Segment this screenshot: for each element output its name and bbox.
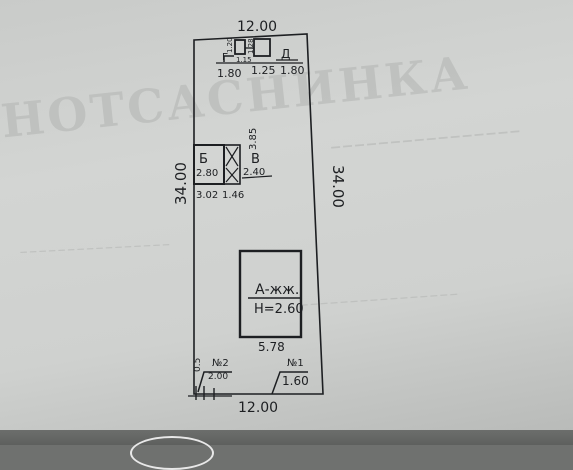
plot-boundary: [193, 33, 324, 395]
outbuilding-small-2: [253, 38, 271, 57]
top-width-2: 1.25: [251, 64, 276, 77]
main-house-outline: [238, 249, 303, 339]
paper-sheet: НОТСАСНИНКА ________________ ___________…: [0, 0, 573, 430]
outbuilding-g-label: Г: [222, 52, 228, 63]
gate-1-width: 1.60: [282, 374, 309, 388]
plot-left-length: 34.00: [172, 162, 190, 205]
gate-2-label: №2: [212, 358, 229, 369]
building-v-cross: [225, 146, 239, 167]
outbuilding-d-label: Д: [281, 47, 290, 61]
gate-1-label: №1: [287, 358, 304, 369]
plot-right-length: 34.00: [329, 165, 347, 208]
building-v-label: В: [251, 152, 260, 167]
building-v-outline: [223, 144, 241, 185]
small-dim-b: 1.15: [236, 56, 252, 64]
building-b-depth: 2.80: [196, 168, 218, 179]
gate-1-marker: [271, 371, 308, 395]
photo-edge-artifact: [130, 436, 214, 470]
gate-small-mark: 0.5: [193, 358, 203, 372]
top-width-3: 1.80: [280, 64, 305, 77]
site-plan-drawing: 12.00 12.00 34.00 34.00 1.20 1.15 1.28 Г…: [172, 19, 347, 416]
building-v-side: 3.85: [248, 128, 259, 150]
small-dim-a: 1.20: [226, 37, 234, 53]
outbuilding-small-1: [234, 39, 246, 55]
house-label: А-жж.: [255, 282, 299, 298]
house-width: 5.78: [258, 340, 285, 354]
plot-bottom-width: 12.00: [238, 400, 278, 416]
top-width-1: 1.80: [217, 67, 242, 80]
house-height: Н=2.60: [254, 302, 304, 317]
gate-2-width: 2.00: [208, 372, 228, 382]
building-b-width: 3.02: [196, 190, 218, 201]
building-v-depth: 2.40: [243, 167, 265, 178]
dimension-line: [241, 175, 273, 179]
outbuilding-g-outline: [223, 55, 234, 62]
plot-top-width: 12.00: [237, 19, 277, 35]
small-dim-c: 1.28: [247, 38, 255, 54]
gate-2-marker: [197, 371, 232, 393]
building-v-cross: [225, 167, 239, 183]
building-v-width: 1.46: [222, 190, 244, 201]
building-b-label: Б: [199, 152, 208, 167]
